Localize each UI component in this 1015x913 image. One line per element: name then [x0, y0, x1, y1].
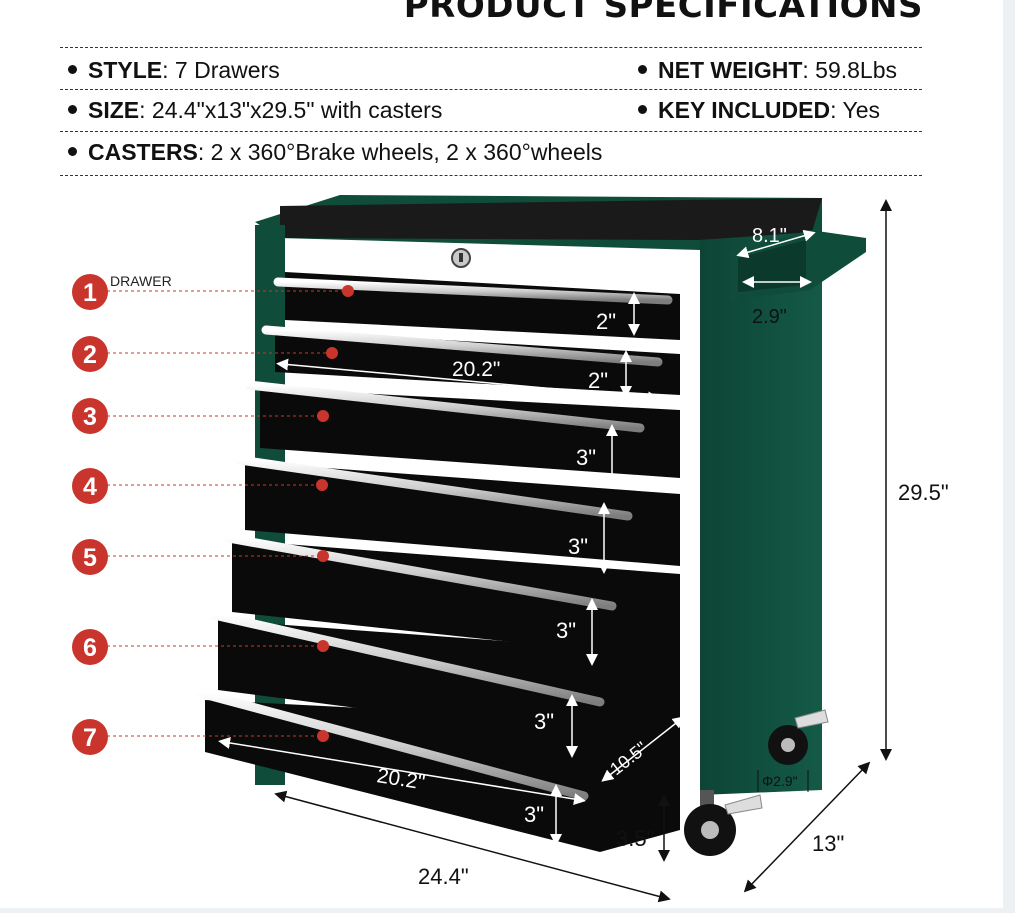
width-label: 24.4" [418, 864, 469, 889]
drawer-5 [223, 533, 680, 660]
marker-2-label: 2 [83, 341, 97, 369]
drawer-7-height: 3" [524, 802, 544, 827]
marker-3-label: 3 [83, 403, 97, 431]
caster-front [684, 790, 763, 856]
drawer-1-height: 2" [596, 309, 616, 334]
bullet-icon [638, 105, 647, 115]
cabinet-side-panel [700, 232, 822, 795]
spec-style-value: : 7 Drawers [162, 57, 280, 83]
drawer-width-top-label: 20.2" [452, 358, 500, 381]
marker-6-label: 6 [83, 634, 97, 662]
marker-6 [72, 629, 108, 665]
drawer-4-height: 3" [568, 534, 588, 559]
spec-size: SIZE: 24.4"x13"x29.5" with casters [68, 97, 442, 124]
spec-key-key: KEY INCLUDED [658, 97, 831, 123]
drawer-6-height: 3" [534, 709, 554, 734]
spec-weight: NET WEIGHT: 59.8Lbs [638, 57, 897, 84]
bullet-icon [68, 147, 77, 157]
marker-4 [72, 468, 108, 504]
divider [60, 175, 922, 176]
marker-5 [72, 539, 108, 575]
drawer-2-height: 2" [588, 368, 608, 393]
spec-weight-value: : 59.8Lbs [802, 57, 898, 83]
drawer-markers: 1 2 3 4 5 6 7 DRAWER [72, 273, 354, 755]
divider [60, 131, 922, 132]
spec-key-value: : Yes [830, 97, 880, 123]
wheel-diameter-label: Φ2.9" [762, 773, 798, 789]
marker-2 [72, 336, 108, 372]
drawer-1 [273, 272, 680, 340]
drawer-3 [244, 380, 680, 478]
page-title: PRODUCT SPECIFICATIONS [403, 0, 923, 26]
bullet-icon [68, 65, 77, 75]
bullet-icon [638, 65, 647, 75]
spec-weight-key: NET WEIGHT [658, 57, 803, 83]
caster-height-label: 3.5" [616, 826, 654, 851]
spec-size-value: : 24.4"x13"x29.5" with casters [139, 97, 443, 123]
spec-key: KEY INCLUDED: Yes [638, 97, 880, 124]
drawer-6 [209, 610, 680, 750]
cabinet-top-mat [280, 198, 822, 240]
drawer-4 [235, 455, 680, 566]
handle-length-label: 8.1" [752, 225, 787, 247]
caster-back [768, 709, 829, 765]
drawer-5-height: 3" [556, 618, 576, 643]
height-label: 29.5" [898, 480, 949, 505]
width-arrow [274, 790, 671, 903]
marker-7 [72, 719, 108, 755]
marker-1 [72, 274, 108, 310]
spec-style-key: STYLE [88, 57, 163, 83]
spec-casters-value: : 2 x 360°Brake wheels, 2 x 360°wheels [197, 139, 603, 165]
marker-1-label: 1 [83, 279, 97, 307]
bottom-edge [0, 908, 1015, 913]
divider [60, 89, 922, 90]
bullet-icon [68, 105, 77, 115]
depth-label: 13" [812, 831, 844, 856]
marker-7-label: 7 [83, 724, 97, 752]
spec-casters-key: CASTERS [88, 139, 198, 165]
scrollbar-track [1003, 0, 1015, 913]
depth-arrow [743, 761, 871, 893]
marker-3 [72, 398, 108, 434]
spec-style: STYLE: 7 Drawers [68, 57, 280, 84]
marker-5-label: 5 [83, 544, 97, 572]
spec-size-key: SIZE [88, 97, 140, 123]
drawer-label: DRAWER [110, 273, 172, 289]
drawer-3-height: 3" [576, 445, 596, 470]
divider [60, 47, 922, 48]
handle-depth-label: 2.9" [752, 306, 787, 328]
spec-casters: CASTERS: 2 x 360°Brake wheels, 2 x 360°w… [68, 139, 602, 166]
marker-4-label: 4 [83, 473, 97, 501]
